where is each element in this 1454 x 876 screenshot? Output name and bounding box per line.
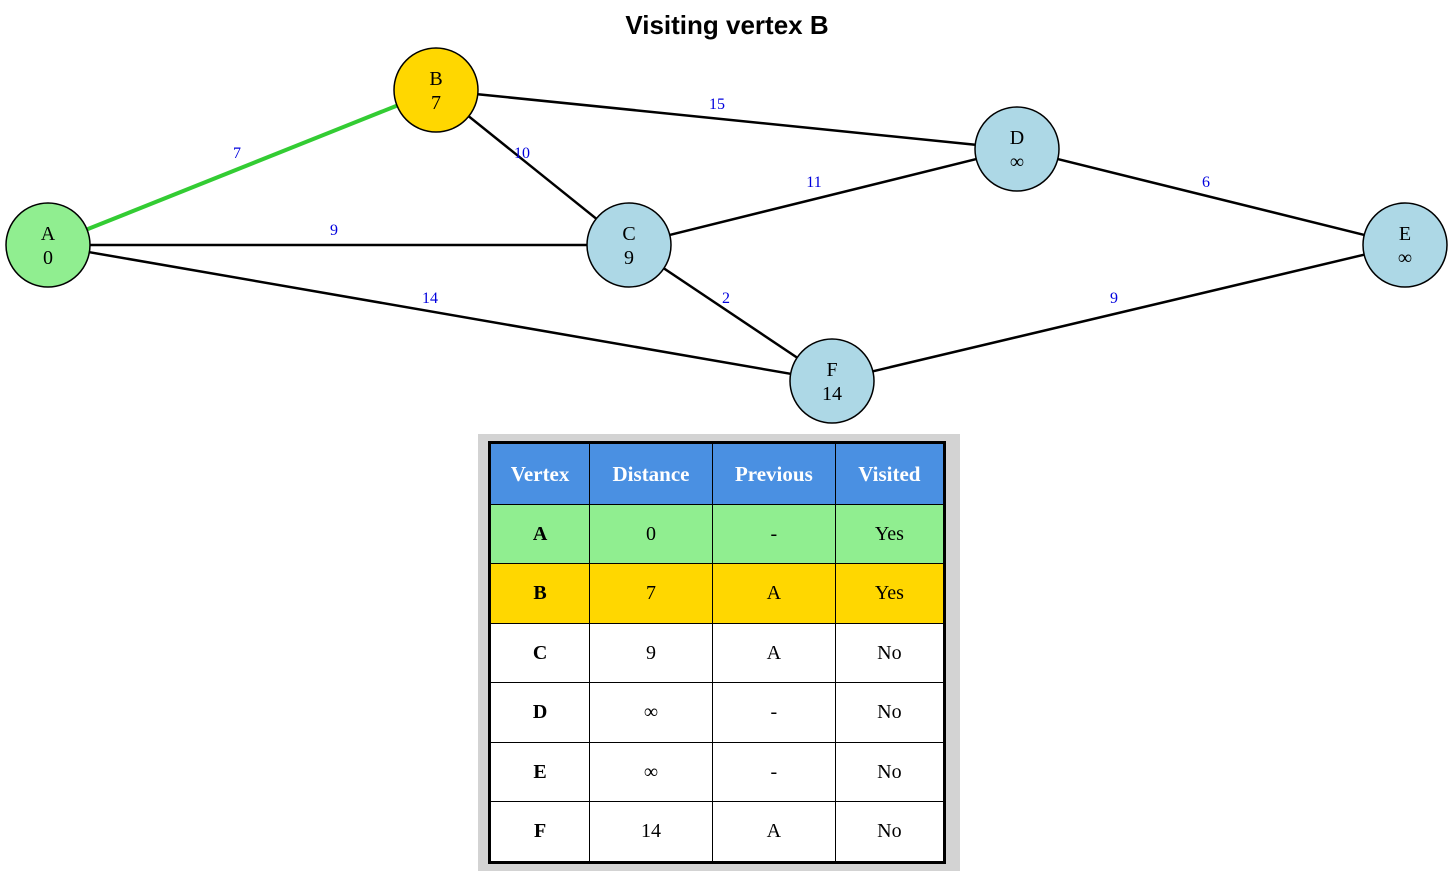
- edge-weight-a-c: 9: [330, 222, 338, 239]
- cell-vertex: A: [488, 503, 591, 565]
- cell-distance: 14: [589, 801, 713, 863]
- cell-visited: Yes: [834, 503, 946, 565]
- cell-distance: ∞: [589, 741, 713, 803]
- node-circle: [586, 202, 672, 288]
- node-e: E∞: [1362, 202, 1448, 288]
- node-label: E: [1399, 223, 1411, 245]
- node-b: B7: [393, 47, 479, 133]
- table-row-f: F 14 A No: [488, 801, 946, 863]
- header-previous: Previous: [711, 442, 836, 505]
- node-circle: [393, 47, 479, 133]
- header-vertex: Vertex: [488, 442, 591, 505]
- cell-previous: -: [711, 741, 836, 803]
- edge-a-b: [86, 103, 398, 232]
- edge-c-d: [669, 157, 977, 237]
- node-circle: [789, 338, 875, 424]
- cell-previous: A: [711, 801, 836, 863]
- distance-table-frame: Vertex Distance Previous Visited A 0 - Y…: [478, 434, 960, 871]
- node-distance: 14: [822, 383, 842, 405]
- cell-vertex: E: [488, 741, 591, 803]
- node-label: D: [1010, 127, 1024, 149]
- cell-distance: 0: [589, 503, 713, 565]
- table-header-row: Vertex Distance Previous Visited: [488, 442, 946, 505]
- edge-layer: [86, 92, 1365, 376]
- edge-f-e: [872, 253, 1365, 373]
- node-circle: [1362, 202, 1448, 288]
- cell-visited: No: [834, 741, 946, 803]
- node-distance: ∞: [1010, 151, 1024, 173]
- node-f: F14: [789, 338, 875, 424]
- diagram-title: Visiting vertex B: [625, 10, 829, 40]
- node-circle: [5, 202, 91, 288]
- edge-weight-c-f: 2: [722, 290, 730, 307]
- distance-table: Vertex Distance Previous Visited A 0 - Y…: [488, 441, 946, 864]
- edge-b-d: [477, 92, 976, 147]
- node-distance: ∞: [1398, 247, 1412, 269]
- cell-visited: No: [834, 682, 946, 743]
- edge-c-f: [663, 267, 798, 359]
- node-d: D∞: [974, 106, 1060, 192]
- cell-distance: 7: [589, 563, 713, 624]
- edge-a-f: [89, 250, 791, 376]
- node-label: B: [429, 68, 442, 90]
- table-row-a: A 0 - Yes: [488, 503, 946, 565]
- edge-weight-c-d: 11: [806, 174, 821, 191]
- node-circle: [974, 106, 1060, 192]
- cell-previous: -: [711, 682, 836, 743]
- node-label: C: [622, 223, 635, 245]
- cell-vertex: F: [488, 801, 591, 863]
- table-row-c: C 9 A No: [488, 622, 946, 684]
- cell-previous: A: [711, 622, 836, 684]
- node-c: C9: [586, 202, 672, 288]
- cell-vertex: C: [488, 622, 591, 684]
- node-label: A: [41, 223, 56, 245]
- cell-visited: Yes: [834, 563, 946, 624]
- edge-weight-a-b: 7: [233, 145, 241, 162]
- node-a: A0: [5, 202, 91, 288]
- table-row-e: E ∞ - No: [488, 741, 946, 803]
- edge-weight-b-c: 10: [514, 145, 530, 162]
- cell-previous: -: [711, 503, 836, 565]
- table-row-d: D ∞ - No: [488, 682, 946, 743]
- header-distance: Distance: [589, 442, 713, 505]
- edge-weight-f-e: 9: [1110, 290, 1118, 307]
- node-label: F: [826, 359, 837, 381]
- edge-weight-b-d: 15: [709, 96, 725, 113]
- table-row-b: B 7 A Yes: [488, 563, 946, 624]
- weight-label-layer: 7 9 14 10 15 11 2 6 9: [233, 96, 1210, 307]
- node-distance: 9: [624, 247, 634, 269]
- node-distance: 0: [43, 247, 53, 269]
- header-visited: Visited: [834, 442, 946, 505]
- edge-weight-a-f: 14: [422, 290, 438, 307]
- edge-weight-d-e: 6: [1202, 174, 1210, 191]
- cell-visited: No: [834, 622, 946, 684]
- node-distance: 7: [431, 92, 441, 114]
- edge-d-e: [1057, 157, 1365, 237]
- cell-distance: 9: [589, 622, 713, 684]
- cell-distance: ∞: [589, 682, 713, 743]
- cell-visited: No: [834, 801, 946, 863]
- cell-previous: A: [711, 563, 836, 624]
- cell-vertex: B: [488, 563, 591, 624]
- edge-b-c: [467, 115, 598, 220]
- cell-vertex: D: [488, 682, 591, 743]
